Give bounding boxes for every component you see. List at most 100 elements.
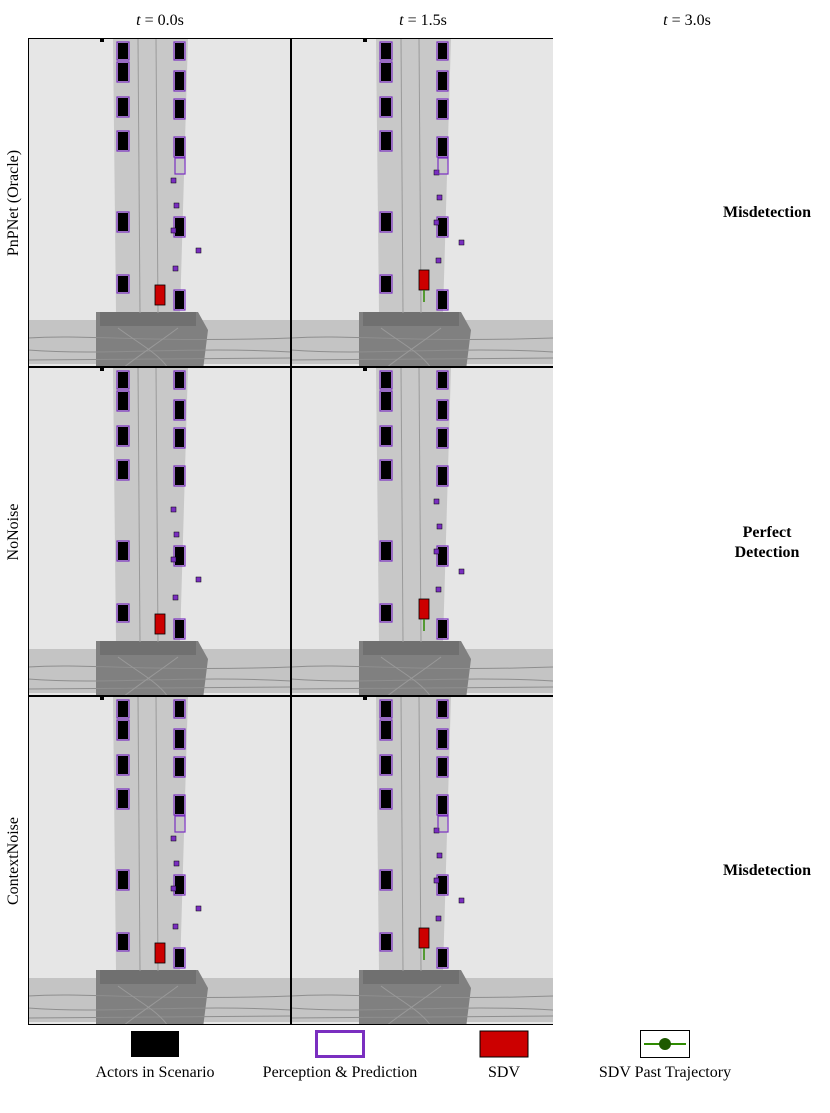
perception-box bbox=[116, 425, 130, 447]
pedestrian-box bbox=[458, 239, 465, 246]
pedestrian-box bbox=[173, 531, 180, 538]
sdv-vehicle bbox=[154, 284, 166, 306]
pedestrian-box bbox=[436, 852, 443, 859]
actor-box bbox=[175, 429, 184, 447]
perception-box bbox=[436, 70, 449, 92]
actor-box bbox=[118, 132, 128, 150]
perception-box bbox=[436, 41, 449, 61]
perception-box bbox=[436, 216, 449, 238]
perception-box bbox=[173, 136, 186, 158]
turn-lines bbox=[117, 985, 179, 1025]
turn-lines bbox=[380, 327, 442, 369]
lane-line bbox=[137, 695, 141, 972]
actor-box bbox=[438, 701, 447, 717]
actor-box bbox=[175, 43, 184, 59]
scenario-panel-r1-c0 bbox=[28, 366, 292, 699]
actor-box bbox=[363, 696, 367, 700]
perception-box bbox=[379, 603, 393, 623]
actor-box bbox=[381, 721, 391, 739]
scenario-panel-r2-c1 bbox=[290, 695, 553, 1025]
perception-box bbox=[174, 815, 186, 833]
road-surface bbox=[376, 367, 451, 642]
perception-box bbox=[173, 427, 186, 449]
legend-label: Actors in Scenario bbox=[95, 1064, 215, 1081]
actor-box bbox=[438, 796, 447, 814]
sdv-vehicle bbox=[154, 942, 166, 964]
perception-box bbox=[436, 427, 449, 449]
column-header-label: = 0.0s bbox=[140, 12, 184, 29]
turn-lines bbox=[117, 656, 179, 698]
actor-box bbox=[381, 372, 391, 388]
row-label-text: NoNoise bbox=[5, 503, 22, 561]
actor-box bbox=[118, 427, 128, 445]
pedestrian-box bbox=[436, 523, 443, 530]
perception-box bbox=[116, 869, 130, 891]
turn-lines bbox=[117, 327, 179, 369]
perception-box bbox=[436, 98, 449, 120]
perception-box bbox=[379, 540, 393, 562]
perception-box bbox=[116, 719, 130, 741]
perception-box bbox=[436, 947, 449, 969]
perception-box bbox=[379, 390, 393, 412]
pedestrian-box bbox=[433, 498, 440, 505]
turn-lines bbox=[380, 985, 442, 1025]
actor-box bbox=[175, 701, 184, 717]
actor-box bbox=[175, 218, 184, 236]
actor-box bbox=[175, 620, 184, 638]
perception-box bbox=[437, 157, 449, 175]
sdv-vehicle bbox=[418, 269, 430, 291]
legend-label: SDV Past Trajectory bbox=[598, 1064, 732, 1081]
actor-box bbox=[175, 796, 184, 814]
time-symbol: t bbox=[136, 12, 141, 29]
pedestrian-box bbox=[172, 594, 179, 601]
lane-line bbox=[400, 366, 404, 643]
actor-box bbox=[381, 63, 391, 81]
column-header-label: = 1.5s bbox=[403, 12, 447, 29]
perception-box bbox=[173, 618, 186, 640]
actor-box bbox=[381, 392, 391, 410]
actor-box bbox=[175, 876, 184, 894]
lane-line bbox=[418, 695, 422, 972]
pedestrian-box bbox=[435, 257, 442, 264]
perception-box bbox=[173, 216, 186, 238]
lane-line bbox=[400, 38, 404, 314]
actor-box bbox=[438, 876, 447, 894]
legend-sdv: SDV bbox=[464, 1030, 544, 1082]
perception-box bbox=[437, 815, 449, 833]
perception-box bbox=[379, 211, 393, 233]
perception-box bbox=[173, 545, 186, 567]
perception-box bbox=[379, 788, 393, 810]
pedestrian-box bbox=[436, 194, 443, 201]
actor-box bbox=[175, 547, 184, 565]
pedestrian-box bbox=[170, 835, 177, 842]
perception-box bbox=[436, 370, 449, 390]
perception-box bbox=[116, 96, 130, 118]
scenario-panel-r0-c1 bbox=[290, 38, 553, 370]
road-surface bbox=[376, 696, 451, 971]
legend-trajectory: SDV Past Trajectory bbox=[585, 1030, 745, 1082]
pedestrian-box bbox=[435, 915, 442, 922]
crosswalk bbox=[363, 312, 459, 326]
perception-box bbox=[173, 289, 186, 311]
actor-box bbox=[118, 43, 128, 59]
perception-box bbox=[379, 719, 393, 741]
perception-box bbox=[174, 157, 186, 175]
lane-line bbox=[137, 366, 141, 643]
crosswalk bbox=[100, 312, 196, 326]
panel-border bbox=[291, 696, 553, 1025]
actor-box bbox=[175, 72, 184, 90]
misdetection-note-row3: Misdetection bbox=[723, 862, 811, 879]
actor-box bbox=[118, 542, 128, 560]
perception-box bbox=[173, 370, 186, 390]
column-header-t0: t = 0.0s bbox=[28, 12, 292, 30]
perception-box bbox=[379, 130, 393, 152]
actor-box bbox=[381, 934, 391, 950]
actor-box bbox=[100, 367, 104, 371]
perception-box bbox=[173, 98, 186, 120]
perception-box bbox=[116, 61, 130, 83]
perception-box bbox=[116, 130, 130, 152]
perception-box bbox=[436, 136, 449, 158]
perception-box bbox=[436, 874, 449, 896]
pedestrian-box bbox=[433, 219, 440, 226]
actor-box bbox=[381, 790, 391, 808]
